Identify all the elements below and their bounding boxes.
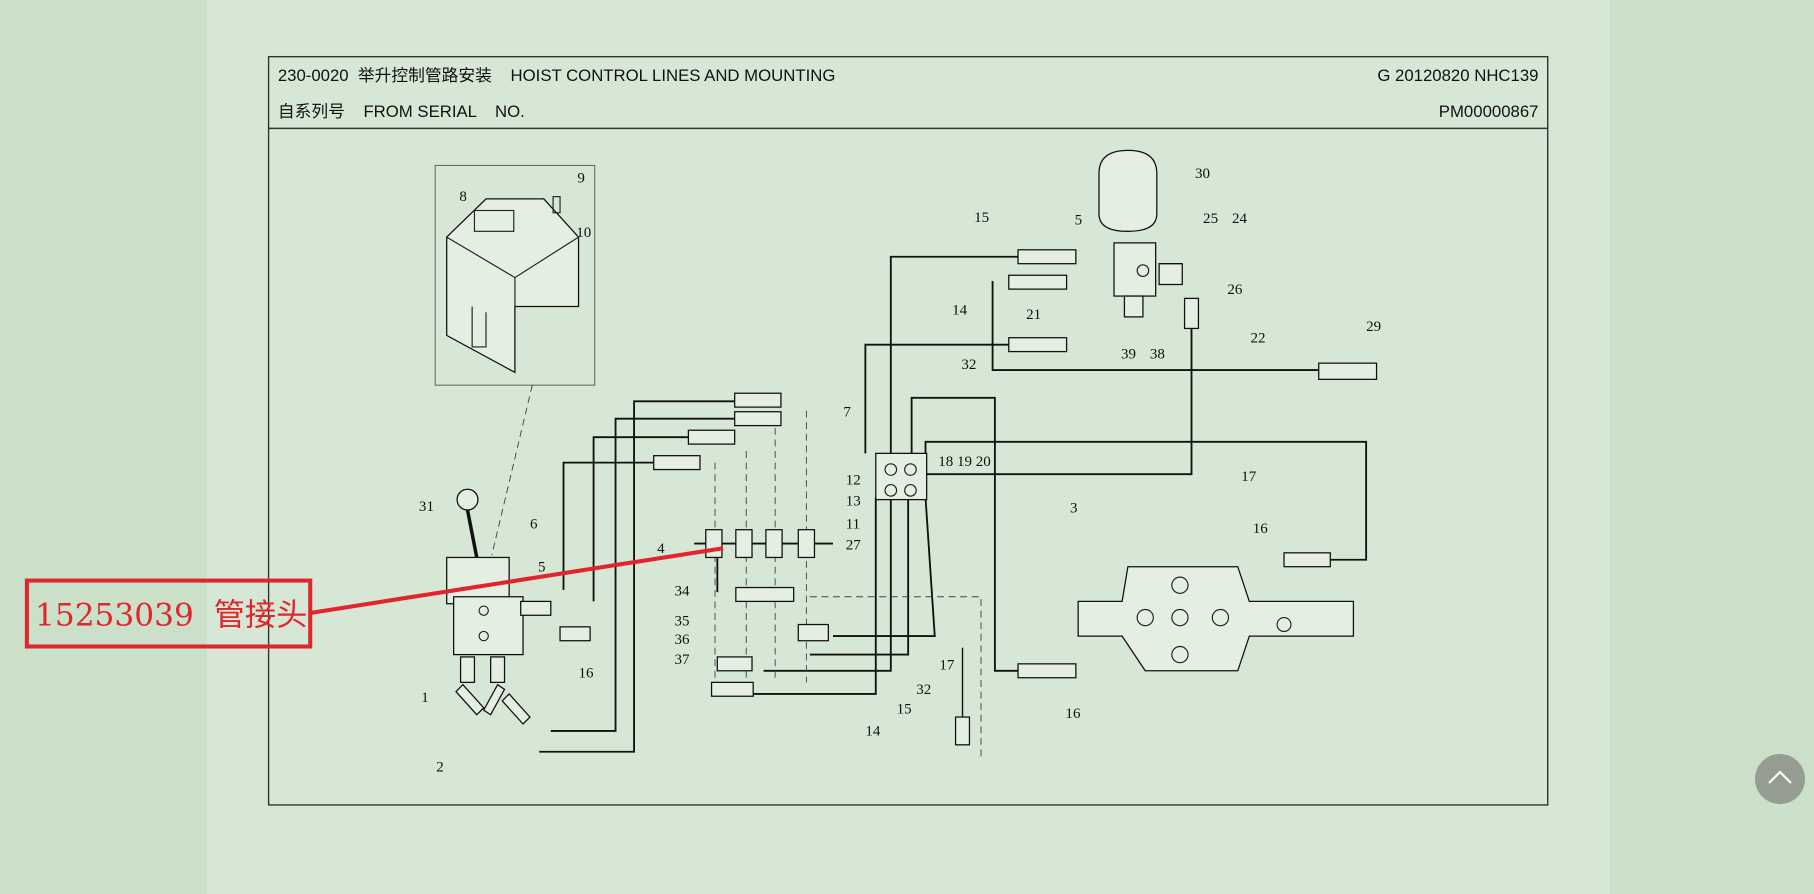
- callout: 14: [952, 303, 968, 319]
- callout: 2: [436, 759, 444, 775]
- serial-number: PM00000867: [1439, 102, 1539, 121]
- annotation-leader-line: [309, 546, 724, 615]
- callout: 5: [538, 559, 546, 575]
- fittings: [520, 249, 1378, 746]
- callout: 25: [1203, 211, 1218, 227]
- callout: 35: [675, 614, 690, 630]
- callout: 3: [1070, 500, 1078, 516]
- callout: 26: [1227, 282, 1243, 298]
- callout: 15: [897, 702, 912, 718]
- callout: 1: [421, 690, 429, 706]
- callout: 7: [843, 404, 851, 420]
- callout: 31: [419, 499, 434, 515]
- callout: 16: [1065, 706, 1081, 722]
- serial-label: 自系列号 FROM SERIAL NO.: [278, 102, 525, 121]
- callout: 24: [1232, 211, 1248, 227]
- callout: 18 19 20: [938, 454, 991, 470]
- callout: 5: [1075, 212, 1083, 228]
- callout: 16: [1253, 521, 1269, 537]
- callout: 21: [1026, 307, 1041, 323]
- callout: 38: [1150, 347, 1165, 363]
- callout: 13: [846, 493, 861, 509]
- scroll-to-top-button[interactable]: [1755, 754, 1805, 804]
- callout: 17: [1241, 469, 1257, 485]
- callout: 14: [865, 724, 881, 740]
- callout: 11: [846, 517, 860, 533]
- callout: 9: [577, 171, 585, 187]
- callout: 16: [579, 666, 595, 682]
- callout: 8: [459, 189, 467, 205]
- callout: 17: [939, 658, 955, 674]
- drawing-frame: [267, 55, 1549, 806]
- drawing-title: 230-0020 举升控制管路安装 HOIST CONTROL LINES AN…: [278, 66, 836, 85]
- control-valve-bank: [1077, 566, 1355, 672]
- callout: 36: [675, 632, 691, 648]
- callout: 32: [961, 357, 976, 373]
- callout: 30: [1195, 166, 1210, 182]
- accumulator: [1098, 149, 1183, 318]
- chevron-up-icon: [1768, 770, 1792, 784]
- callout: 29: [1366, 319, 1381, 335]
- callout: 22: [1250, 330, 1265, 346]
- joystick-valve: [446, 488, 531, 725]
- callout: 12: [846, 473, 861, 489]
- content-panel: [207, 0, 1610, 894]
- callout: 6: [530, 517, 538, 533]
- callout: 10: [576, 225, 591, 241]
- callouts: 8 9 10 31 6 4 5 16 1 2 7 12 13 11 27 34 …: [419, 166, 1381, 775]
- cover-detail: [434, 164, 596, 556]
- callout: 15: [974, 210, 989, 226]
- callout: 39: [1121, 347, 1136, 363]
- callout: 34: [675, 584, 691, 600]
- drawing-ref: G 20120820 NHC139: [1377, 66, 1538, 85]
- annotation-label: 15253039 管接头: [35, 598, 307, 634]
- callout: 4: [657, 541, 665, 557]
- callout: 37: [675, 652, 691, 668]
- part-annotation: 15253039 管接头: [24, 546, 724, 649]
- manifold-block: [875, 452, 928, 501]
- callout: 27: [846, 537, 862, 553]
- annotation-box: [24, 578, 313, 649]
- hydraulic-lines: [539, 255, 1368, 761]
- callout: 32: [916, 682, 931, 698]
